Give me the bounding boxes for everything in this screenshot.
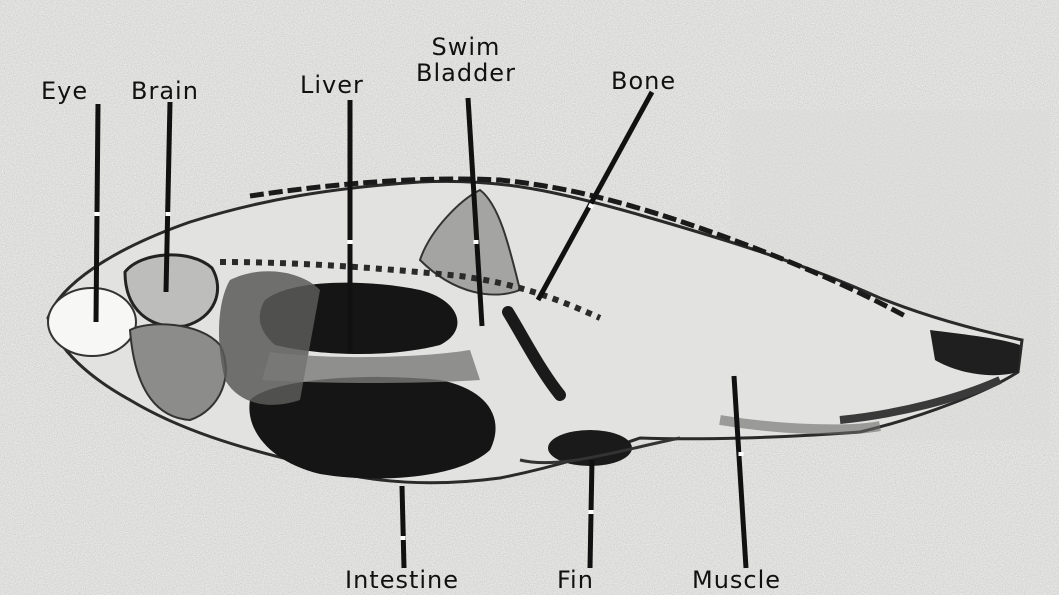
leader-line-intestine [402, 486, 404, 568]
label-swim-bladder-line2: Bladder [416, 60, 516, 86]
label-muscle: Muscle [692, 567, 781, 593]
label-fin: Fin [557, 567, 594, 593]
label-swim-bladder-line1: Swim [416, 34, 516, 60]
eye-region [48, 288, 136, 356]
label-liver: Liver [300, 72, 364, 98]
label-eye: Eye [41, 78, 88, 104]
label-brain: Brain [131, 78, 199, 104]
label-swim-bladder: Swim Bladder [416, 34, 516, 86]
label-bone: Bone [611, 68, 676, 94]
label-intestine: Intestine [345, 567, 459, 593]
